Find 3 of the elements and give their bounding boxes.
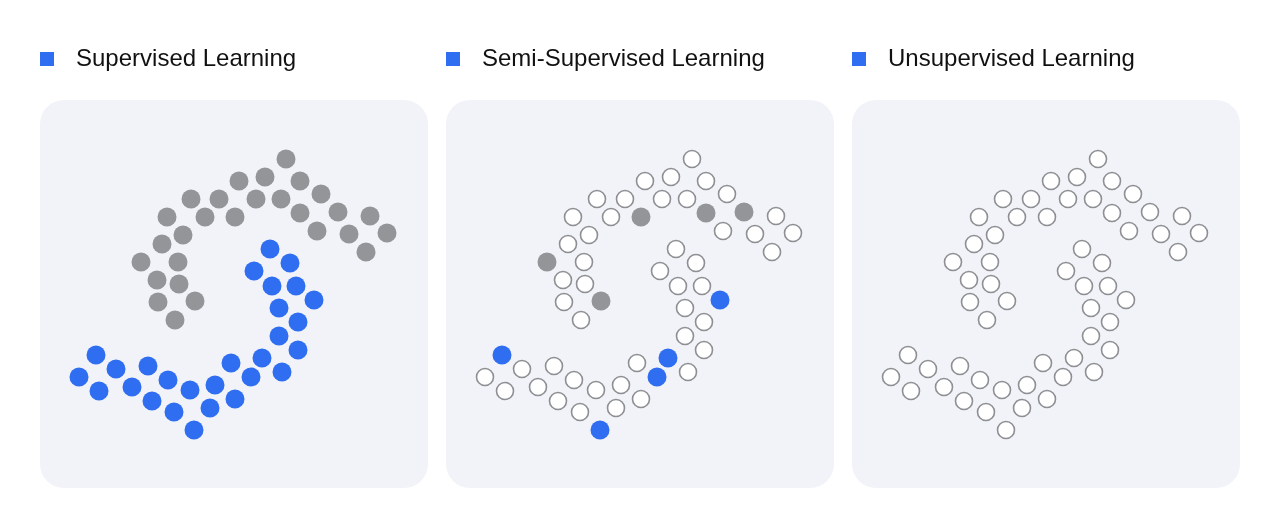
panel-heading: Supervised Learning xyxy=(76,43,297,73)
panel-heading: Unsupervised Learning xyxy=(888,43,1135,73)
panel-heading: Semi-Supervised Learning xyxy=(482,43,765,73)
